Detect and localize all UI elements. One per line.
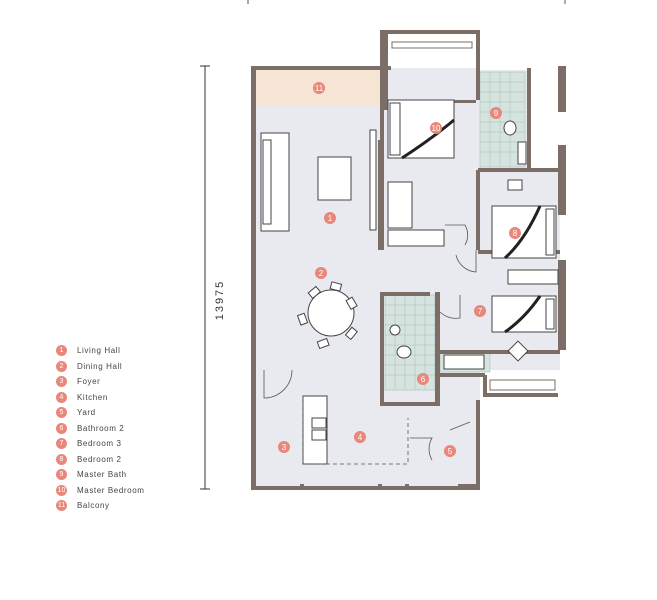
svg-text:11: 11 [315, 84, 324, 93]
room-marker-11: 11 [313, 82, 325, 94]
legend-marker: 8 [56, 453, 67, 465]
room-marker-1: 1 [324, 212, 336, 224]
svg-text:1: 1 [328, 214, 333, 223]
legend-label: Dining Hall [77, 361, 123, 371]
room-marker-10: 10 [430, 122, 442, 134]
room-marker-4: 4 [354, 431, 366, 443]
legend-label: Bedroom 2 [77, 454, 122, 464]
legend-label: Bathroom 2 [77, 423, 125, 433]
legend-marker: 3 [56, 376, 67, 388]
room-marker-6: 6 [417, 373, 429, 385]
legend-label: Balcony [77, 501, 110, 511]
legend-item: 7 Bedroom 3 [56, 436, 145, 452]
legend-label: Master Bath [77, 470, 127, 480]
room-marker-9: 9 [490, 107, 502, 119]
room-marker-8: 8 [509, 227, 521, 239]
legend-label: Foyer [77, 377, 101, 387]
legend-item: 8 Bedroom 2 [56, 452, 145, 468]
legend-item: 10 Master Bedroom [56, 483, 145, 499]
legend-marker: 9 [56, 469, 67, 481]
svg-text:5: 5 [448, 447, 453, 456]
furniture [260, 99, 559, 465]
legend-item: 6 Bathroom 2 [56, 421, 145, 437]
svg-text:10: 10 [432, 124, 441, 133]
room-marker-3: 3 [278, 441, 290, 453]
doors [263, 224, 477, 461]
windows [391, 41, 556, 391]
dimension-line: 13975 [200, 65, 226, 490]
legend-item: 3 Foyer [56, 374, 145, 390]
legend-label: Kitchen [77, 392, 108, 402]
legend-label: Master Bedroom [77, 485, 145, 495]
svg-text:7: 7 [478, 307, 483, 316]
legend-marker: 7 [56, 438, 67, 450]
legend-item: 11 Balcony [56, 498, 145, 514]
legend-marker: 5 [56, 407, 67, 419]
legend-item: 5 Yard [56, 405, 145, 421]
legend-marker: 2 [56, 360, 67, 372]
legend-marker: 6 [56, 422, 67, 434]
room-marker-7: 7 [474, 305, 486, 317]
room-legend: 1 Living Hall 2 Dining Hall 3 Foyer 4 Kitche… [56, 343, 145, 514]
legend-item: 2 Dining Hall [56, 359, 145, 375]
legend-item: 1 Living Hall [56, 343, 145, 359]
legend-marker: 11 [56, 500, 67, 512]
legend-marker: 10 [56, 484, 67, 496]
svg-text:3: 3 [282, 443, 287, 452]
svg-text:4: 4 [358, 433, 363, 442]
legend-label: Living Hall [77, 346, 121, 356]
dimension-label: 13975 [214, 280, 226, 321]
svg-text:2: 2 [319, 269, 324, 278]
walls [251, 30, 566, 490]
room-marker-5: 5 [444, 445, 456, 457]
svg-text:9: 9 [494, 109, 499, 118]
legend-item: 9 Master Bath [56, 467, 145, 483]
room-markers: 1 2 3 4 5 6 7 8 9 10 11 [278, 82, 521, 457]
legend-item: 4 Kitchen [56, 390, 145, 406]
legend-label: Bedroom 3 [77, 439, 122, 449]
room-marker-2: 2 [315, 267, 327, 279]
svg-text:8: 8 [513, 229, 518, 238]
svg-text:6: 6 [421, 375, 426, 384]
legend-marker: 1 [56, 345, 67, 357]
legend-label: Yard [77, 408, 96, 418]
legend-marker: 4 [56, 391, 67, 403]
